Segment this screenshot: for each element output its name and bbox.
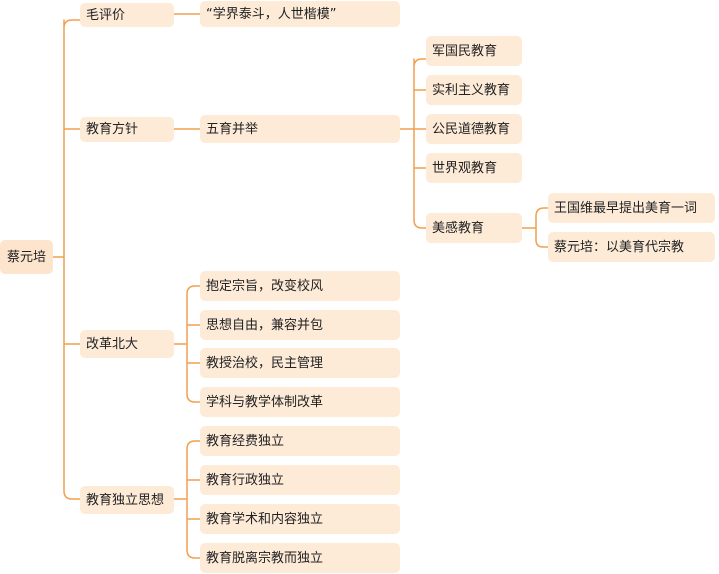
- node-education-policy[interactable]: 教育方针: [80, 117, 174, 142]
- node-civic-moral-education[interactable]: 公民道德教育: [426, 114, 522, 144]
- node-independence-item[interactable]: 教育经费独立: [200, 426, 400, 456]
- connector-reform: [173, 285, 201, 403]
- connector-aesthetic: [521, 207, 549, 248]
- connector-five: [399, 58, 427, 229]
- node-reform-item[interactable]: 抱定宗旨，改变校风: [200, 271, 400, 301]
- node-independence-item[interactable]: 教育行政独立: [200, 465, 400, 495]
- node-cai-yuanpei-note[interactable]: 蔡元培：以美育代宗教: [548, 232, 715, 262]
- connector-independence: [173, 440, 201, 559]
- node-reform-pku[interactable]: 改革北大: [80, 330, 174, 358]
- node-wang-guowei-note[interactable]: 王国维最早提出美育一词: [548, 193, 715, 223]
- node-mao-evaluation[interactable]: 毛评价: [80, 3, 174, 27]
- node-education-independence[interactable]: 教育独立思想: [80, 486, 174, 514]
- node-independence-item[interactable]: 教育学术和内容独立: [200, 504, 400, 534]
- node-independence-item[interactable]: 教育脱离宗教而独立: [200, 543, 400, 573]
- connector-root: [52, 19, 81, 500]
- node-worldview-education[interactable]: 世界观教育: [426, 153, 522, 183]
- node-reform-item[interactable]: 思想自由，兼容并包: [200, 310, 400, 340]
- node-utilitarian-education[interactable]: 实利主义教育: [426, 75, 522, 105]
- node-aesthetic-education[interactable]: 美感教育: [426, 213, 522, 243]
- root-node[interactable]: 蔡元培: [0, 240, 53, 274]
- node-military-citizen-education[interactable]: 军国民教育: [426, 36, 522, 66]
- node-mao-quote[interactable]: “学界泰斗，人世楷模”: [200, 1, 400, 27]
- node-reform-item[interactable]: 学科与教学体制改革: [200, 387, 400, 417]
- node-reform-item[interactable]: 教授治校，民主管理: [200, 348, 400, 378]
- node-five-educations[interactable]: 五育并举: [200, 115, 400, 143]
